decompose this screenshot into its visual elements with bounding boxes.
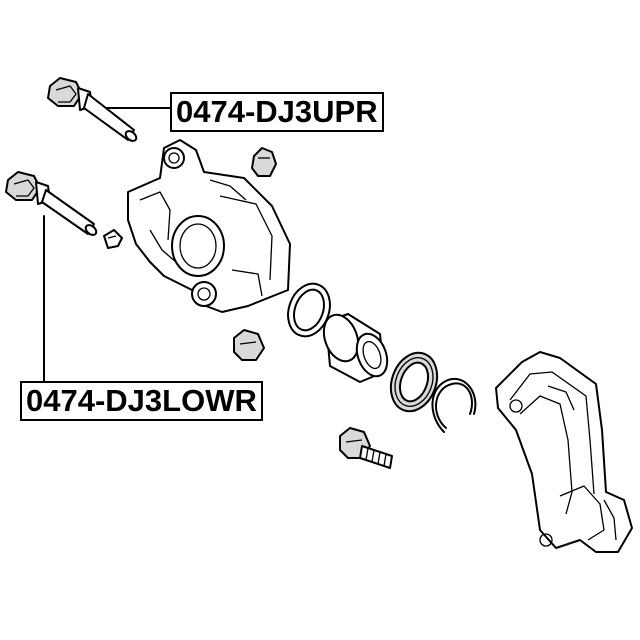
caliper-bracket [495,351,633,553]
bleeder-cap [251,147,277,177]
lower-part-number-label: 0474-DJ3LOWR [20,381,263,421]
caliper-body [127,139,291,313]
snap-ring [431,377,477,433]
pin-sleeve [103,229,123,249]
piston-seal [287,282,331,338]
piston [322,313,389,383]
upper-part-number-label: 0474-DJ3UPR [170,92,384,132]
mounting-bolt [339,427,393,469]
piston-boot [389,351,439,413]
pin-boot [233,329,265,361]
upper-guide-pin-bolt [47,77,138,142]
lower-guide-pin-bolt [5,171,98,236]
